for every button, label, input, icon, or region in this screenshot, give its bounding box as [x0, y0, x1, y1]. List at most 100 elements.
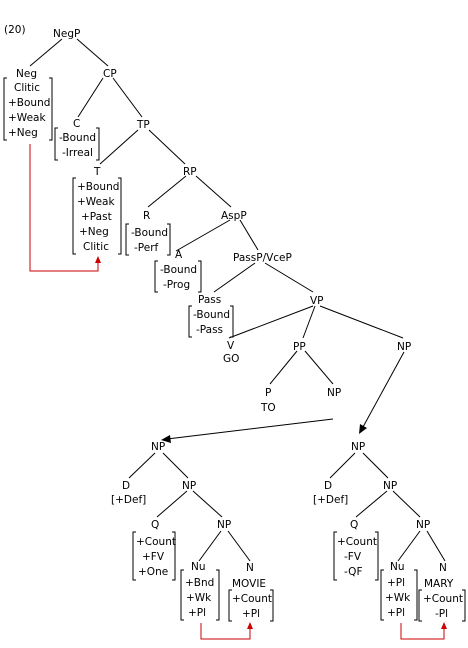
node-t: T — [93, 166, 101, 178]
node-a: A — [175, 249, 183, 261]
feature-line: -Perf — [134, 242, 159, 254]
feat-nu-right: +Pl +Wk +Pl — [385, 577, 411, 619]
nu-to-n-left-arrow — [200, 623, 251, 640]
feature-line: -Bound — [59, 132, 96, 144]
node-n-left: N — [246, 562, 254, 574]
node-v-word: GO — [223, 353, 239, 365]
feature-line: +Neg — [8, 127, 38, 139]
node-neg: Neg — [16, 68, 37, 80]
node-c: C — [73, 118, 80, 130]
feature-line: +Pl — [387, 607, 405, 619]
feature-line: -Irreal — [62, 147, 93, 159]
feature-line: +Neg — [79, 226, 109, 238]
node-vp: VP — [310, 295, 324, 307]
node-v: V — [227, 340, 235, 352]
feature-line: +Wk — [385, 592, 411, 604]
node-passp: PassP/VceP — [233, 252, 292, 264]
node-p-word: TO — [260, 402, 276, 414]
feature-line: +Weak — [8, 112, 46, 124]
feature-line: +Count — [423, 593, 463, 605]
feat-n-right: +Count -Pl — [423, 593, 463, 620]
feature-bundles: Clitic +Bound +Weak +Neg -Bound -Irreal … — [8, 82, 463, 620]
node-rp: RP — [183, 166, 197, 178]
feat-c: -Bound -Irreal — [59, 132, 96, 159]
feature-line: -Bound — [160, 264, 197, 276]
feat-q-right: +Count -FV -QF — [337, 536, 377, 578]
node-n-right: N — [439, 562, 447, 574]
node-nu-left: Nu — [191, 561, 206, 573]
feat-q-left: +Count +FV +One — [136, 536, 176, 578]
feature-line: -Pass — [196, 324, 223, 336]
feat-r: -Bound -Perf — [131, 227, 168, 254]
feat-nu-left: +Bnd +Wk +Pl — [185, 577, 214, 619]
feature-brackets — [3, 77, 466, 622]
node-np-pp: NP — [327, 387, 341, 399]
nu-to-n-left-arrowhead — [247, 622, 253, 629]
tree-edges — [29, 38, 446, 562]
np-to-np-left-arrowhead — [161, 435, 171, 443]
feature-line: +Bound — [8, 97, 50, 109]
node-np-vp: NP — [397, 341, 411, 353]
feat-t: +Bound +Weak +Past +Neg Clitic — [77, 181, 119, 253]
node-d-right: D — [324, 480, 332, 492]
node-r: R — [143, 210, 150, 222]
feat-a: -Bound -Prog — [160, 264, 197, 291]
feat-n-left: +Count +Pl — [232, 593, 272, 620]
node-np-left3: NP — [217, 519, 231, 531]
feature-line: Clitic — [83, 241, 109, 253]
movement-arrows — [29, 144, 447, 640]
node-q-right: Q — [350, 519, 358, 531]
feature-line: Clitic — [14, 82, 40, 94]
node-np-right: NP — [351, 441, 365, 453]
node-n-left-word: MOVIE — [232, 578, 266, 590]
feature-line: +Count — [337, 536, 377, 548]
node-cp: CP — [103, 68, 117, 80]
feature-line: +Pl — [188, 607, 206, 619]
node-q-left: Q — [151, 519, 159, 531]
nu-to-n-right-arrow — [400, 623, 445, 640]
np-to-np-right-arrow — [362, 351, 405, 428]
np-to-np-left-arrow — [166, 418, 334, 440]
node-aspp: AspP — [221, 210, 247, 222]
feature-line: -Pl — [435, 608, 448, 620]
node-d-left: D — [122, 480, 130, 492]
node-negp: NegP — [53, 28, 80, 40]
node-p: P — [265, 387, 271, 399]
node-tp: TP — [136, 119, 150, 131]
node-pp: PP — [293, 341, 306, 353]
feature-line: -QF — [344, 566, 362, 578]
feat-d-left: [+Def] — [111, 494, 146, 506]
feat-neg: Clitic +Bound +Weak +Neg — [8, 82, 50, 139]
neg-to-t-arrowhead — [95, 256, 101, 263]
feature-line: +Count — [136, 536, 176, 548]
node-pass: Pass — [198, 294, 221, 306]
nu-to-n-right-arrowhead — [441, 622, 447, 629]
feature-line: +FV — [142, 551, 165, 563]
feature-line: -FV — [344, 551, 362, 563]
node-nu-right: Nu — [390, 561, 405, 573]
feature-line: +Bnd — [185, 577, 214, 589]
node-np-right2: NP — [383, 480, 397, 492]
feat-pass: -Bound -Pass — [193, 309, 230, 336]
neg-to-t-arrow — [29, 144, 99, 272]
feature-line: +Wk — [186, 592, 212, 604]
feat-d-right: [+Def] — [313, 494, 348, 506]
node-np-left: NP — [151, 441, 165, 453]
feature-line: -Prog — [163, 279, 190, 291]
feature-line: +One — [138, 566, 168, 578]
feature-line: -Bound — [131, 227, 168, 239]
feature-line: +Bound — [77, 181, 119, 193]
feature-line: +Count — [232, 593, 272, 605]
feature-line: +Pl — [242, 608, 260, 620]
np-to-np-right-arrowhead — [359, 424, 367, 434]
feature-line: +Pl — [387, 577, 405, 589]
feature-line: +Past — [81, 211, 112, 223]
feature-line: +Weak — [77, 196, 115, 208]
node-labels: NegP Neg CP C TP T RP R AspP A PassP/Vce… — [16, 28, 454, 590]
example-number: (20) — [4, 24, 26, 36]
feature-line: -Bound — [193, 309, 230, 321]
node-np-left2: NP — [182, 480, 196, 492]
node-n-right-word: MARY — [424, 578, 454, 590]
node-np-right3: NP — [416, 519, 430, 531]
